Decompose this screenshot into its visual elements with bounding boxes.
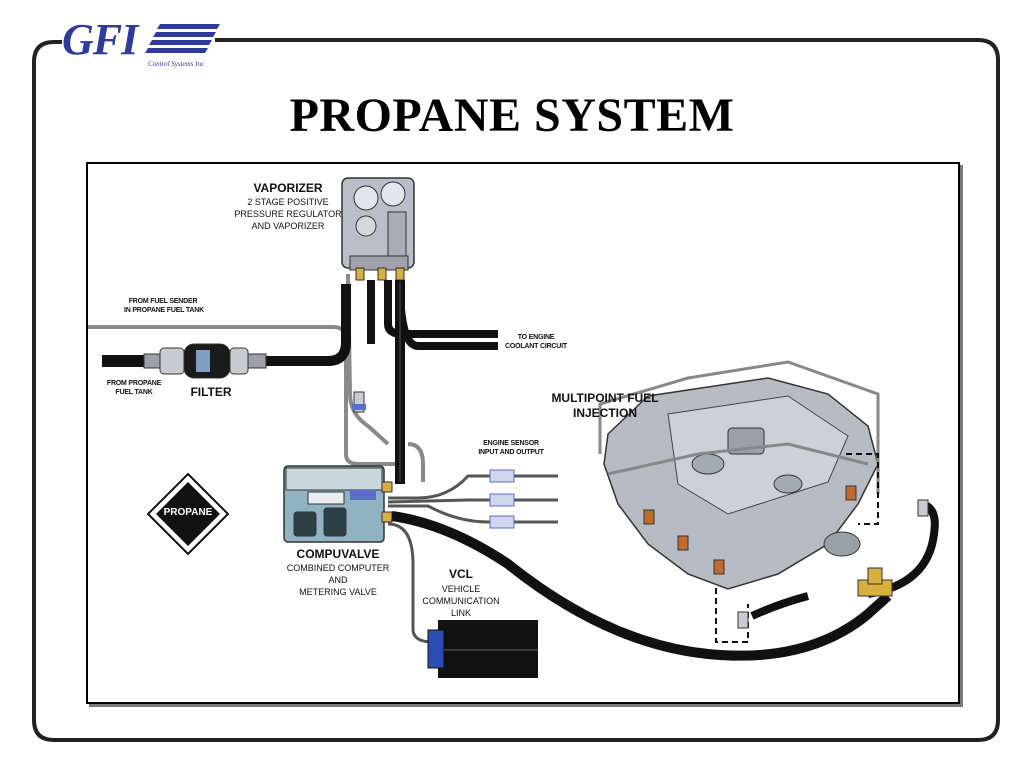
intake-manifold-icon [598, 360, 929, 643]
logo-stripes [145, 24, 220, 53]
vaporizer-icon [341, 177, 415, 281]
vaporizer-line1: 2 STAGE POSITIVE [247, 197, 329, 207]
gray-line-b [407, 442, 425, 482]
compuvalve-line2: AND [328, 575, 348, 585]
logo-text: GFI [62, 15, 138, 64]
compuvalve-line3: METERING VALVE [299, 587, 377, 597]
injection-hose-2 [867, 500, 939, 598]
vaporizer-title: VAPORIZER [253, 181, 323, 195]
vcl-line2: COMMUNICATION [422, 596, 500, 606]
injection-hose-3 [750, 592, 810, 620]
filter-label: FILTER [190, 385, 232, 399]
injection-line1: MULTIPOINT FUEL [551, 391, 659, 405]
vcl-title: VCL [449, 567, 473, 581]
propane-badge-text: PROPANE [163, 507, 213, 518]
compuvalve-title: COMPUVALVE [296, 547, 380, 561]
fuel-sender-line2: IN PROPANE FUEL TANK [123, 307, 204, 314]
vcl-line1: VEHICLE [441, 584, 481, 594]
fuel-hose-2 [266, 284, 351, 366]
coolant-line1: TO ENGINE [517, 334, 555, 341]
vcl-cable [387, 522, 434, 644]
compuvalve-icon [283, 465, 393, 543]
vcl-line3: LINK [450, 608, 471, 618]
sensor-wires [387, 469, 558, 529]
injection-hose [391, 511, 892, 661]
vcl-icon [427, 620, 538, 678]
vaporizer-line3: AND VAPORIZER [251, 221, 325, 231]
injection-line2: INJECTION [572, 406, 637, 420]
sensor-line1: ENGINE SENSOR [483, 440, 539, 447]
propane-tank-line2: FUEL TANK [115, 389, 153, 396]
inline-fitting-icon [352, 391, 366, 413]
coolant-hose-3 [396, 293, 498, 350]
vaporizer-line2: PRESSURE REGULATOR [234, 209, 342, 219]
compuvalve-line1: COMBINED COMPUTER [286, 563, 390, 573]
coolant-line2: COOLANT CIRCUIT [505, 343, 567, 350]
gfi-logo: GFI Control Systems Inc [60, 10, 230, 70]
diagram-panel: VAPORIZER 2 STAGE POSITIVE PRESSURE REGU… [86, 162, 960, 704]
fuel-sender-line [88, 325, 398, 466]
sensor-line2: INPUT AND OUTPUT [478, 449, 544, 456]
fuel-sender-line1: FROM FUEL SENDER [128, 298, 198, 305]
page-title: PROPANE SYSTEM [289, 89, 735, 142]
system-diagram [88, 177, 939, 678]
propane-tank-line1: FROM PROPANE [106, 380, 162, 387]
filter-icon [143, 343, 267, 379]
propane-badge-icon [146, 472, 230, 556]
t-fitting-icon [857, 567, 893, 597]
logo-subtitle: Control Systems Inc [148, 60, 205, 68]
